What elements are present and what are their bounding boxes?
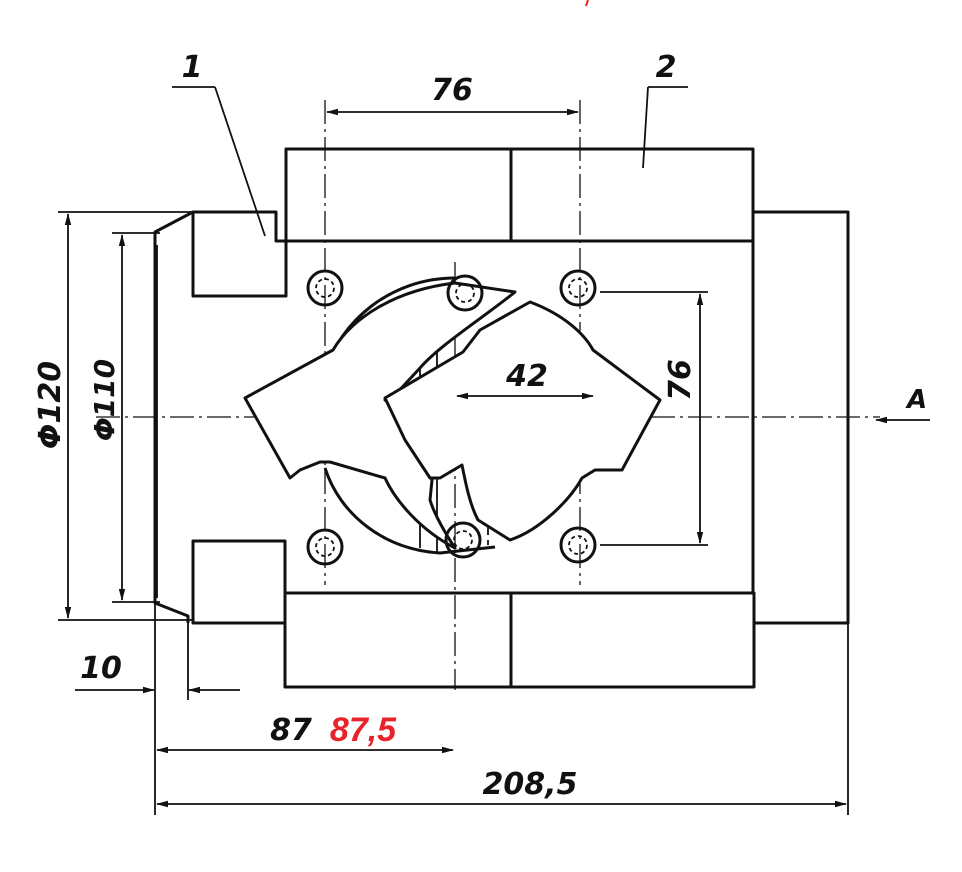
bolt-hole-top-left xyxy=(306,269,344,307)
bolt-hole-bottom-center xyxy=(444,521,482,559)
callout-1: 1 xyxy=(172,50,266,237)
bolt-hole-top-right xyxy=(559,269,597,307)
dimension-208-5: 208,5 xyxy=(156,623,849,815)
dim-label-10: 10 xyxy=(80,651,122,686)
cam-right xyxy=(383,300,662,542)
dimension-phi-110: Φ110 xyxy=(88,232,160,603)
callout-2: 2 xyxy=(642,50,688,169)
callout-label-2: 2 xyxy=(656,50,677,85)
callout-label-1: 1 xyxy=(182,50,203,85)
red-mark xyxy=(585,0,589,7)
dimension-phi-120: Φ120 xyxy=(33,211,193,621)
view-arrow-a: A xyxy=(875,385,930,424)
dim-label-208-5: 208,5 xyxy=(483,767,578,802)
bolt-hole-bottom-right xyxy=(559,526,597,564)
view-arrow-label: A xyxy=(905,385,927,415)
dimension-10: 10 xyxy=(75,603,240,815)
dim-label-76-vertical: 76 xyxy=(663,359,698,401)
dimension-76-vertical: 76 xyxy=(600,291,708,546)
dimension-42: 42 xyxy=(456,359,594,400)
bolt-hole-top-center xyxy=(446,274,484,312)
dim-label-42: 42 xyxy=(505,359,548,394)
dim-label-phi-120: Φ120 xyxy=(33,361,68,449)
dim-label-phi-110: Φ110 xyxy=(88,359,121,441)
part-2-upper-block xyxy=(284,147,755,243)
bolt-hole-bottom-left xyxy=(306,528,344,566)
dim-label-76-horizontal: 76 xyxy=(431,73,473,108)
dimension-76-horizontal: 76 xyxy=(326,73,579,116)
dimension-87: 87 87,5 xyxy=(156,711,454,754)
dim-label-87-5-corrected: 87,5 xyxy=(330,711,397,749)
part-2-lower-block xyxy=(283,591,756,689)
dim-label-87-original: 87 xyxy=(270,713,312,748)
